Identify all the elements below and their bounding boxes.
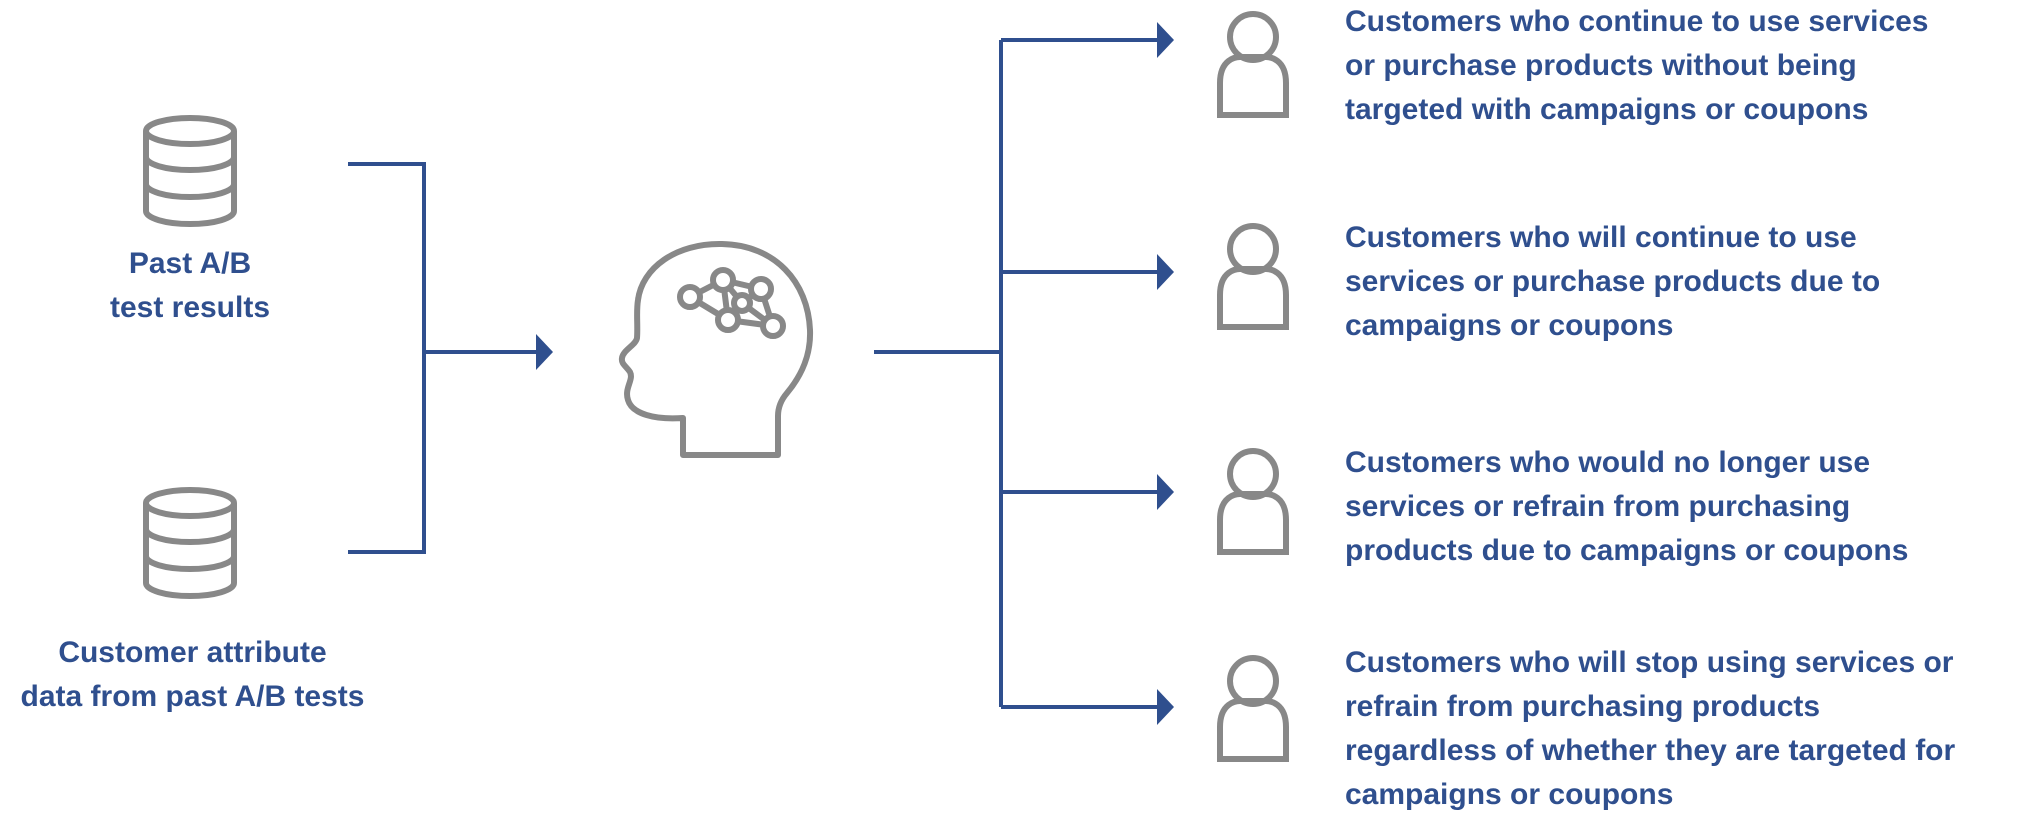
output-label-lost-causes: Customers who will stop using services o… — [1345, 641, 2015, 817]
label-line: campaigns or coupons — [1345, 778, 1674, 811]
output-connector — [874, 38, 1160, 709]
label-line: Customers who continue to use services — [1345, 5, 1929, 38]
label-line: campaigns or coupons — [1345, 309, 1674, 342]
input-label-customer-attributes: Customer attribute data from past A/B te… — [0, 631, 385, 719]
database-icon — [146, 490, 234, 596]
label-line: products due to campaigns or coupons — [1345, 534, 1909, 567]
label-line: refrain from purchasing products — [1345, 690, 1821, 723]
person-icon — [1220, 14, 1286, 115]
ai-brain-head-icon — [618, 240, 814, 458]
label-line: Customer attribute — [58, 636, 327, 669]
label-line: data from past A/B tests — [20, 680, 365, 713]
label-line: Customers who would no longer use — [1345, 446, 1871, 479]
label-line: or purchase products without being — [1345, 49, 1857, 82]
neural-network-icon — [677, 267, 786, 339]
arrow-head — [536, 334, 553, 370]
arrow-head — [1157, 22, 1174, 58]
person-icon — [1220, 226, 1286, 327]
output-label-sleeping-dogs: Customers who would no longer use servic… — [1345, 441, 2015, 573]
input-label-ab-results: Past A/B test results — [60, 242, 320, 330]
arrow-head — [1157, 254, 1174, 290]
output-label-persuadables: Customers who will continue to use servi… — [1345, 216, 2015, 348]
person-icon — [1220, 451, 1286, 552]
label-line: test results — [109, 291, 271, 324]
label-line: Customers who will stop using services o… — [1345, 646, 1954, 679]
input-connector — [348, 162, 540, 554]
label-line: regardless of whether they are targeted … — [1345, 734, 1956, 767]
arrow-head — [1157, 689, 1174, 725]
label-line: Past A/B — [128, 247, 252, 280]
label-line: services or refrain from purchasing — [1345, 490, 1851, 523]
label-line: Customers who will continue to use — [1345, 221, 1857, 254]
output-label-sure-things: Customers who continue to use services o… — [1345, 0, 2015, 132]
arrow-head — [1157, 474, 1174, 510]
label-line: services or purchase products due to — [1345, 265, 1881, 298]
person-icon — [1220, 658, 1286, 759]
label-line: targeted with campaigns or coupons — [1345, 93, 1869, 126]
database-icon — [146, 118, 234, 224]
